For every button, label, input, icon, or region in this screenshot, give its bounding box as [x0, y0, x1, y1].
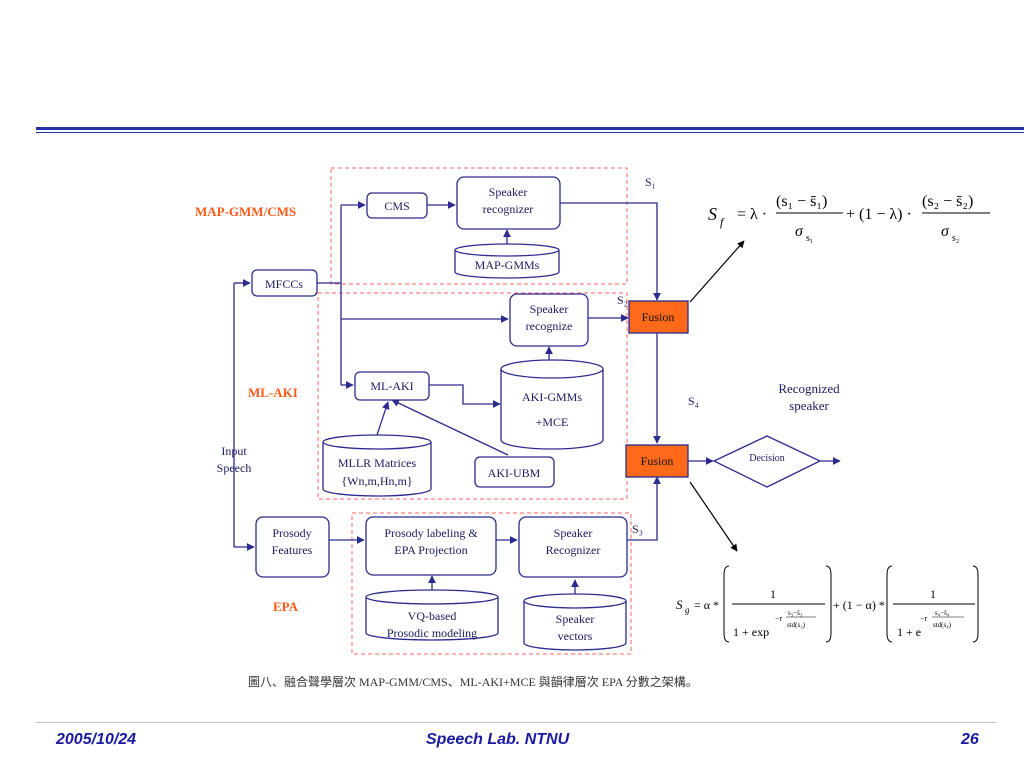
decision-label: Decision — [749, 453, 785, 464]
aki-ubm-box — [474, 456, 555, 488]
aki-gmms-label-b: +MCE — [536, 415, 569, 429]
svg-text:1: 1 — [930, 587, 936, 601]
footer-center-text: Speech Lab. NTNU — [426, 731, 570, 748]
svg-text:(s₂ − s̄₂): (s₂ − s̄₂) — [922, 193, 973, 210]
svg-text:1 + e: 1 + e — [897, 625, 921, 639]
speaker-vectors-label-a: Speaker — [556, 612, 595, 626]
speaker-vectors-label-b: vectors — [558, 629, 593, 643]
vq-based-cylinder — [365, 589, 499, 641]
cms-label: CMS — [384, 199, 409, 213]
svg-text:−r: −r — [920, 614, 928, 623]
svg-text:s₄−s̄₄: s₄−s̄₄ — [935, 609, 950, 617]
svg-text:std(s₄): std(s₄) — [933, 621, 952, 629]
svg-text:f: f — [720, 215, 725, 229]
svg-text:g: g — [685, 605, 690, 615]
speaker-recognizer-1-label-b: recognizer — [483, 202, 534, 216]
prosody-features-label-a: Prosody — [272, 526, 311, 540]
recognized-speaker-label-a: Recognized — [778, 381, 840, 396]
speaker-recognizer-1-box — [456, 176, 561, 230]
aki-gmms-label-a: AKI-GMMs — [522, 390, 582, 404]
svg-text:+ (1 − λ) ·: + (1 − λ) · — [846, 206, 912, 223]
footer-date: 2005/10/24 — [56, 731, 137, 748]
svg-text:std(s₃): std(s₃) — [787, 621, 806, 629]
svg-text:σ: σ — [795, 223, 804, 240]
header-bar-thin — [36, 132, 1024, 133]
footer-divider — [36, 722, 996, 723]
formula-sg: S g = α * 1 1 + exp −r s₃−s̄₃ std(s₃) + … — [676, 565, 979, 643]
architecture-diagram: MAP-GMM/CMS ML-AKI EPA — [195, 167, 990, 689]
score-label-s4: S₄ — [688, 394, 699, 408]
mfccs-label: MFCCs — [265, 277, 303, 291]
prosody-labeling-box — [365, 516, 497, 576]
svg-text:+ (1 − α) *: + (1 − α) * — [833, 598, 885, 612]
svg-text:s₁: s₁ — [806, 233, 813, 244]
svg-text:s₂: s₂ — [952, 233, 959, 244]
svg-text:1: 1 — [770, 587, 776, 601]
speaker-recognizer-1-label-a: Speaker — [489, 185, 528, 199]
svg-text:1 + exp: 1 + exp — [733, 625, 769, 639]
svg-text:S: S — [708, 204, 717, 224]
mfccs-box — [251, 269, 318, 297]
footer-page-number: 26 — [961, 731, 979, 748]
speaker-recognizer-2-label-a: Speaker — [530, 302, 569, 316]
vq-based-label-a: VQ-based — [408, 609, 457, 623]
fusion-1-box — [628, 300, 689, 334]
score-label-s1: S₁ — [645, 175, 656, 189]
decision-diamond — [712, 435, 822, 488]
region-map-gmm — [330, 167, 628, 285]
speaker-recognizer-3-label-b: Recognizer — [546, 543, 601, 557]
map-gmms-cylinder — [454, 243, 560, 279]
mllr-label-a: MLLR Matrices — [338, 456, 417, 470]
score-label-s2: S₂ — [617, 293, 628, 307]
speaker-recognizer-3-label-a: Speaker — [554, 526, 593, 540]
prosody-features-box — [255, 516, 330, 578]
prosody-labeling-label-a: Prosody labeling & — [384, 526, 478, 540]
speaker-vectors-cylinder — [523, 593, 627, 651]
svg-text:(s₁ − s̄₁): (s₁ − s̄₁) — [776, 193, 827, 210]
header-bar-thick — [36, 127, 1024, 130]
svg-text:σ: σ — [941, 223, 950, 240]
section-label-ml-aki: ML-AKI — [248, 385, 298, 400]
section-label-map-gmm: MAP-GMM/CMS — [195, 204, 296, 219]
speaker-recognizer-2-box — [509, 293, 589, 347]
mllr-label-b: {Wn,m,Hn,m} — [341, 474, 412, 488]
input-speech-label-a: Input — [221, 444, 247, 458]
region-ml-aki — [317, 292, 628, 500]
score-label-s3: S₃ — [632, 522, 643, 536]
fusion-1-label: Fusion — [642, 310, 675, 324]
svg-text:= λ ·: = λ · — [737, 206, 767, 223]
aki-gmms-cylinder — [500, 359, 604, 450]
speaker-recognizer-2-label-b: recognize — [526, 319, 573, 333]
map-gmms-label: MAP-GMMs — [475, 258, 540, 272]
vq-based-label-b: Prosodic modeling — [387, 626, 477, 640]
figure-caption: 圖八、融合聲學層次 MAP-GMM/CMS、ML-AKI+MCE 與韻律層次 E… — [248, 674, 698, 689]
prosody-features-label-b: Features — [272, 543, 313, 557]
ml-aki-label: ML-AKI — [370, 379, 413, 393]
svg-text:= α *: = α * — [694, 598, 719, 612]
svg-text:s₃−s̄₃: s₃−s̄₃ — [788, 609, 803, 617]
speaker-recognizer-3-box — [518, 516, 628, 578]
svg-text:−r: −r — [775, 614, 783, 623]
ml-aki-box — [354, 371, 430, 401]
prosody-labeling-label-b: EPA Projection — [394, 543, 467, 557]
svg-text:S: S — [676, 597, 683, 612]
aki-ubm-label: AKI-UBM — [488, 466, 541, 480]
fusion-2-box — [625, 444, 689, 478]
recognized-speaker-label-b: speaker — [789, 398, 829, 413]
fusion-2-label: Fusion — [641, 454, 674, 468]
formula-sf: S f = λ · (s₁ − s̄₁) σ s₁ + (1 − λ) · (s… — [708, 193, 990, 244]
mllr-cylinder — [322, 434, 432, 497]
input-speech-label-b: Speech — [217, 461, 252, 475]
section-label-epa: EPA — [273, 599, 299, 614]
cms-box — [366, 192, 428, 219]
